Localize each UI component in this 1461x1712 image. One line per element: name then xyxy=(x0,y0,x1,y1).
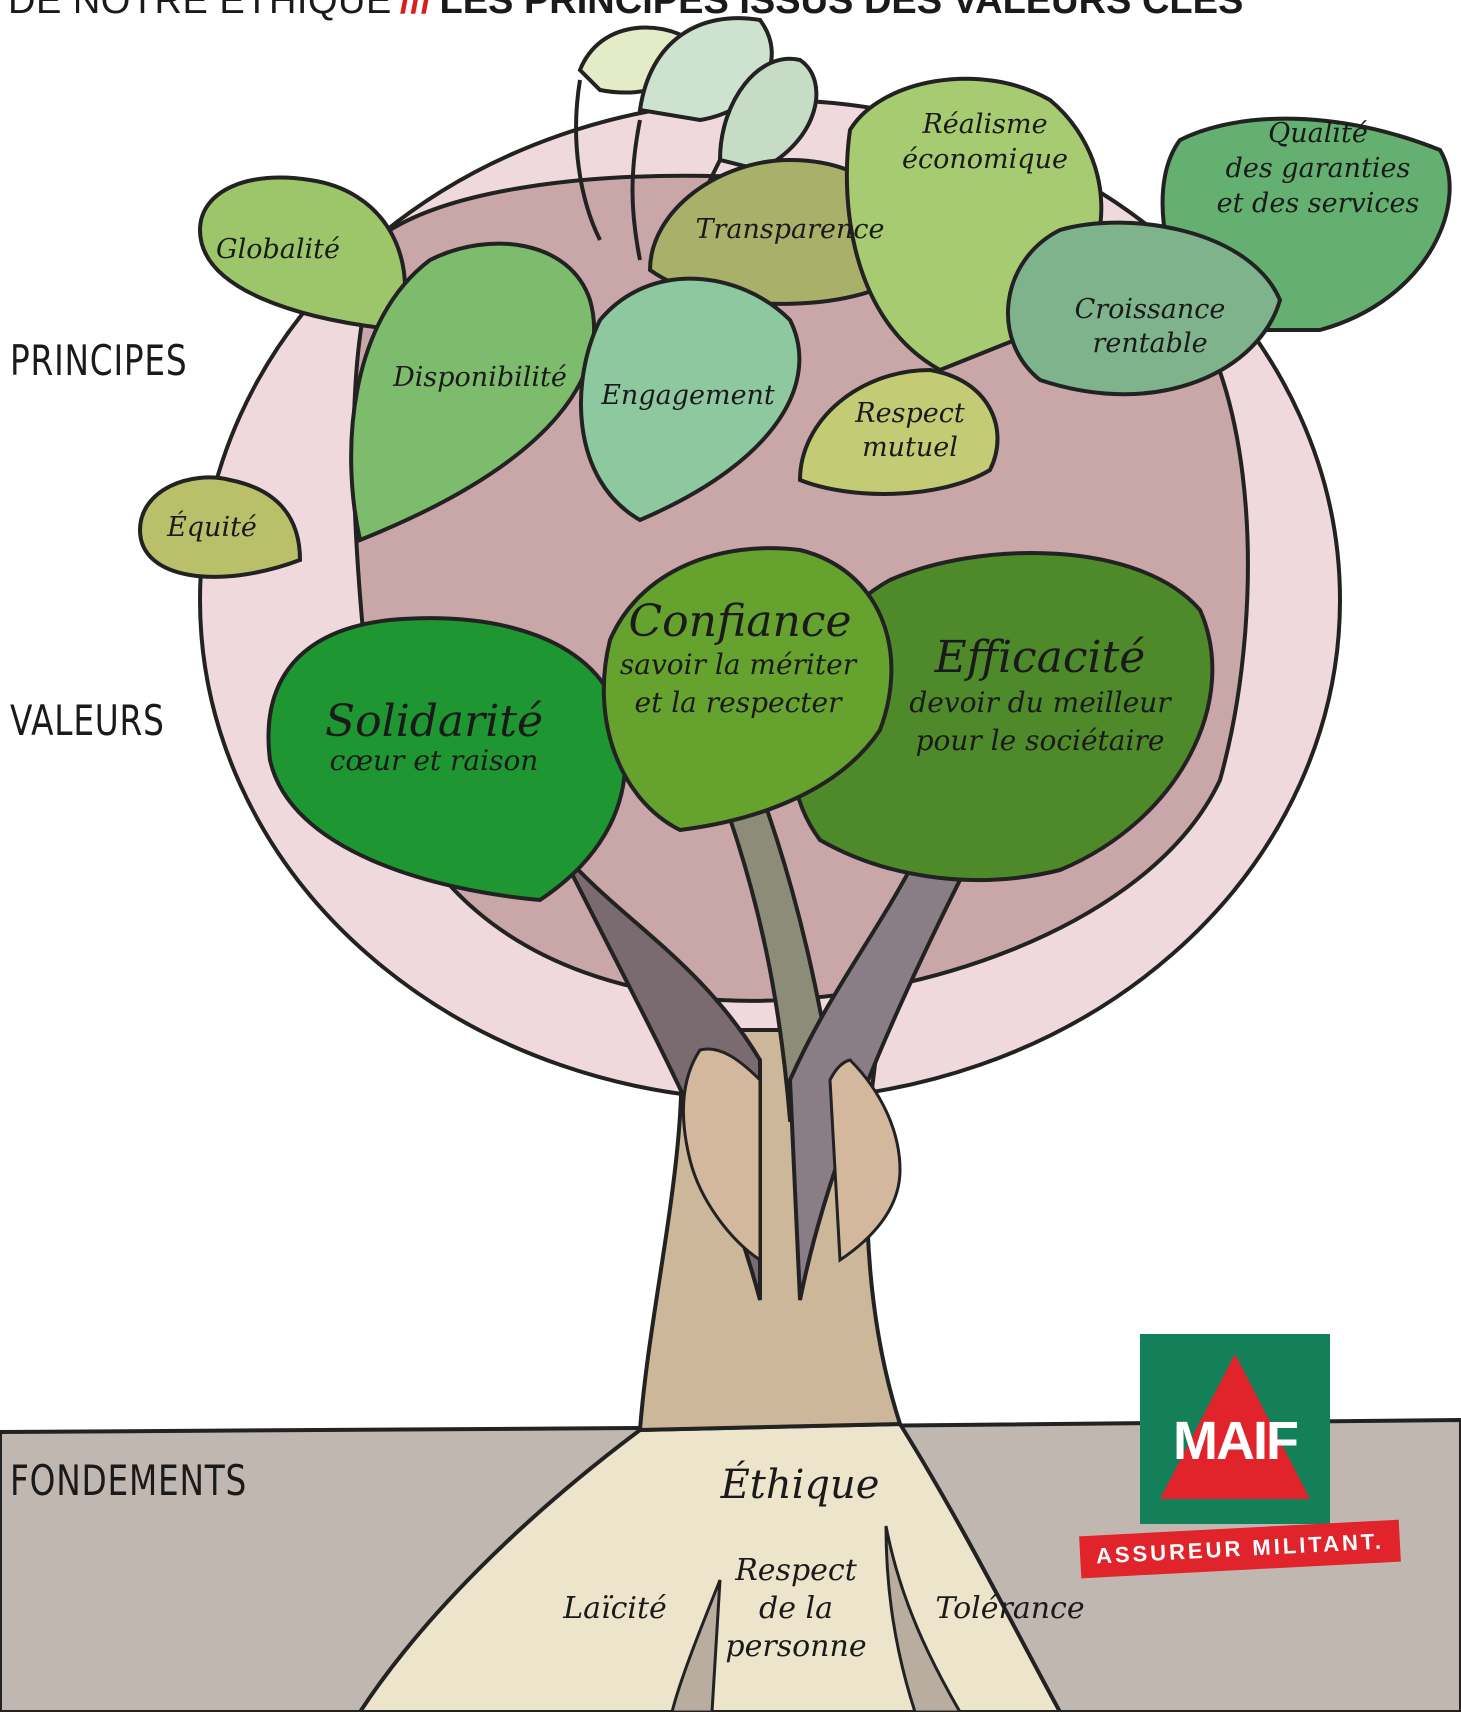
value-confiance-title: Confiance xyxy=(628,596,851,647)
principle-qualite-1: Qualité xyxy=(1268,118,1368,149)
maif-logo-wordmark: MAIF xyxy=(1173,1411,1299,1471)
principle-realisme-1: Réalisme xyxy=(921,109,1047,140)
branch-right xyxy=(787,846,963,1301)
level-label-fondements: FONDEMENTS xyxy=(10,1456,248,1505)
value-efficacite-title: Efficacité xyxy=(934,632,1146,683)
level-label-valeurs: VALEURS xyxy=(10,696,165,745)
fondement-respect-3: personne xyxy=(725,1629,866,1664)
leaf-confiance xyxy=(601,546,894,833)
principle-respect-mutuel-2: mutuel xyxy=(862,432,958,463)
value-efficacite-subtitle-2: pour le sociétaire xyxy=(916,724,1165,757)
leaf-croissance xyxy=(1006,220,1283,397)
value-solidarite-subtitle: cœur et raison xyxy=(330,744,539,777)
leaf-respect-mutuel xyxy=(797,367,1000,496)
leaf-disponibilite xyxy=(349,241,597,543)
fondement-respect-2: de la xyxy=(759,1591,833,1626)
hand-right xyxy=(828,1058,902,1263)
header-title: LES PRINCIPES ISSUS DES VALEURS CLÉS xyxy=(439,0,1244,22)
principle-croissance-1: Croissance xyxy=(1075,294,1226,325)
principle-transparence: Transparence xyxy=(695,214,884,245)
fondement-tolerance: Tolérance xyxy=(935,1591,1084,1626)
fondement-laicite: Laïcité xyxy=(562,1591,667,1626)
maif-logo-triangle-icon xyxy=(1160,1354,1310,1499)
leaf-engagement xyxy=(579,276,802,523)
header-separator: /// xyxy=(399,0,432,22)
leaf-solidarite xyxy=(266,616,628,903)
leaf-equite xyxy=(137,475,303,579)
level-label-principes: PRINCIPES xyxy=(10,336,188,385)
sprout-3 xyxy=(717,56,819,173)
header-prefix: DE NOTRE ÉTHIQUE xyxy=(8,0,392,22)
hand-left xyxy=(682,1047,762,1263)
value-confiance-subtitle-1: savoir la mériter xyxy=(620,648,858,681)
principle-disponibilite: Disponibilité xyxy=(392,362,567,393)
principle-qualite-2: des garanties xyxy=(1226,153,1411,184)
principle-respect-mutuel-1: Respect xyxy=(854,398,965,429)
principle-realisme-2: économique xyxy=(902,144,1068,175)
value-efficacite-subtitle-1: devoir du meilleur xyxy=(909,686,1172,719)
root-split-right xyxy=(884,1525,962,1712)
principle-equite: Équité xyxy=(166,510,257,543)
fondement-ethique: Éthique xyxy=(720,1461,880,1508)
fondement-respect-1: Respect xyxy=(734,1553,857,1588)
principle-globalite: Globalité xyxy=(216,234,340,265)
root-path xyxy=(357,1421,1063,1712)
value-confiance-subtitle-2: et la respecter xyxy=(635,686,844,719)
principle-croissance-2: rentable xyxy=(1092,328,1207,359)
principle-qualite-3: et des services xyxy=(1217,188,1420,219)
principle-engagement: Engagement xyxy=(600,380,775,411)
page-header: DE NOTRE ÉTHIQUE /// LES PRINCIPES ISSUS D… xyxy=(8,0,1448,24)
leaf-globalite xyxy=(197,175,408,333)
value-solidarite-title: Solidarité xyxy=(325,696,543,747)
